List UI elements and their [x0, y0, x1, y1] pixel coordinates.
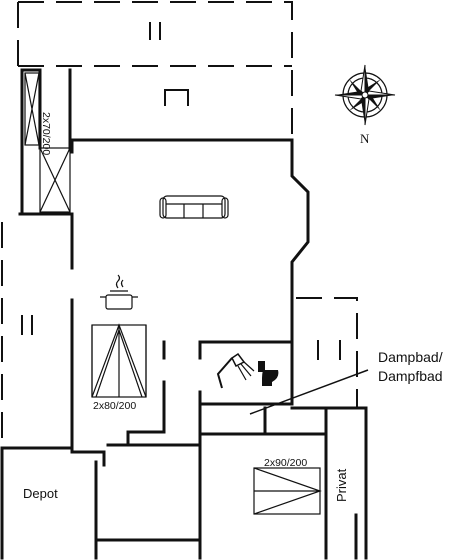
shower-icon [216, 352, 255, 389]
bed-bottom: 2x90/200 [253, 457, 322, 515]
steam-bath-callout: Dampbad/ Dampfbad [249, 349, 443, 415]
steam-bath-label-line1: Dampbad/ [378, 349, 443, 365]
cooking-pot-icon [100, 274, 138, 310]
compass-north-label: N [360, 131, 370, 146]
bed-middle-label: 2x80/200 [93, 400, 136, 412]
bed-top-label: 2x70/200 [40, 112, 52, 155]
walls [0, 68, 368, 560]
depot-label: Depot [23, 486, 58, 501]
privat-label: Privat [334, 468, 349, 502]
chimney-symbol [164, 89, 189, 106]
bed-top: 2x70/200 [24, 72, 71, 213]
sofa-icon [159, 195, 229, 219]
bed-bottom-label: 2x90/200 [264, 457, 307, 469]
compass-rose-icon: N [334, 64, 396, 146]
terrace-outline [1, 1, 358, 440]
steam-bath-label-line2: Dampfbad [378, 368, 443, 384]
toilet-icon [258, 361, 279, 386]
bed-middle: 2x80/200 [91, 323, 147, 412]
